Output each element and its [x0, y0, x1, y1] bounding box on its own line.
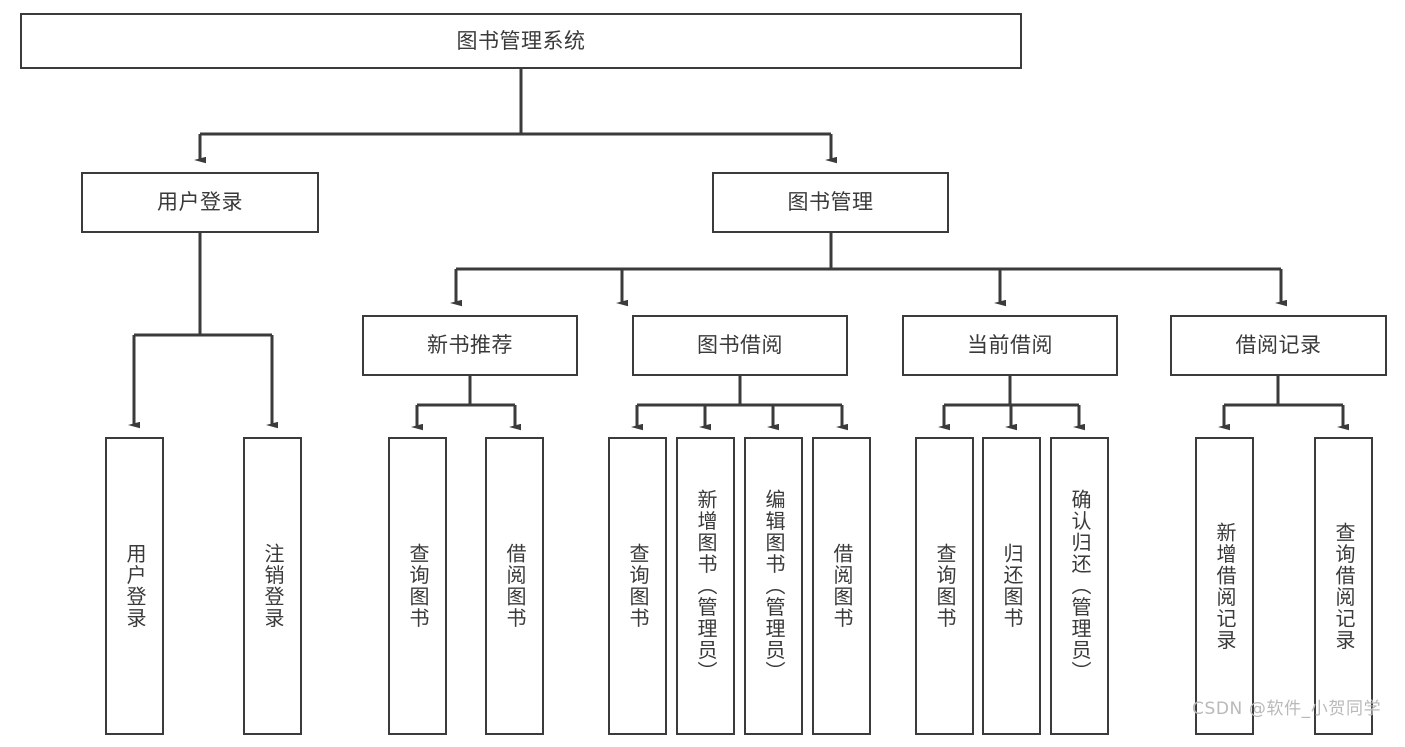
- node-label: 图书管理系统: [456, 28, 586, 53]
- leaf-edit-book-admin[interactable]: 编辑图书（管理员）: [744, 437, 803, 735]
- node-root-book-management-system[interactable]: 图书管理系统: [20, 13, 1022, 69]
- node-label: 确认归还（管理员）: [1068, 489, 1092, 683]
- node-label: 新增图书（管理员）: [694, 489, 718, 683]
- node-label: 查询图书: [406, 543, 430, 629]
- node-label: 用户登录: [157, 190, 243, 215]
- node-label: 查询图书: [626, 543, 650, 629]
- node-label: 查询借阅记录: [1332, 521, 1356, 651]
- node-label: 借阅图书: [830, 543, 854, 629]
- leaf-logout[interactable]: 注销登录: [243, 437, 302, 735]
- node-label: 借阅记录: [1235, 333, 1322, 358]
- node-label: 注销登录: [261, 543, 285, 629]
- node-book-borrowing[interactable]: 图书借阅: [632, 315, 848, 376]
- leaf-add-book-admin[interactable]: 新增图书（管理员）: [676, 437, 735, 735]
- node-label: 图书借阅: [697, 333, 783, 358]
- leaf-user-login[interactable]: 用户登录: [105, 437, 164, 735]
- node-label: 编辑图书（管理员）: [762, 489, 786, 683]
- leaf-query-book-borrowing[interactable]: 查询图书: [608, 437, 667, 735]
- leaf-query-borrow-record[interactable]: 查询借阅记录: [1314, 437, 1373, 735]
- node-new-book-recommendation[interactable]: 新书推荐: [362, 315, 578, 376]
- leaf-borrow-book-new-recommendation[interactable]: 借阅图书: [485, 437, 544, 735]
- leaf-add-borrow-record[interactable]: 新增借阅记录: [1195, 437, 1254, 735]
- csdn-watermark: CSDN @软件_小贺同学: [1192, 699, 1382, 719]
- node-borrowing-records[interactable]: 借阅记录: [1170, 315, 1387, 376]
- leaf-query-book-new-recommendation[interactable]: 查询图书: [388, 437, 447, 735]
- node-label: 新增借阅记录: [1213, 521, 1237, 651]
- leaf-borrow-book-borrowing[interactable]: 借阅图书: [812, 437, 871, 735]
- node-book-management[interactable]: 图书管理: [712, 172, 949, 233]
- node-label: 新书推荐: [427, 333, 513, 358]
- node-label: 借阅图书: [503, 543, 527, 629]
- node-label: 图书管理: [787, 190, 874, 215]
- node-label: 查询图书: [933, 543, 957, 629]
- node-user-login[interactable]: 用户登录: [81, 172, 319, 233]
- leaf-query-book-current[interactable]: 查询图书: [915, 437, 974, 735]
- node-current-borrowing[interactable]: 当前借阅: [902, 315, 1118, 376]
- leaf-return-book[interactable]: 归还图书: [982, 437, 1041, 735]
- node-label: 用户登录: [123, 543, 147, 629]
- leaf-confirm-return-admin[interactable]: 确认归还（管理员）: [1050, 437, 1109, 735]
- node-label: 归还图书: [1000, 543, 1024, 629]
- node-label: 当前借阅: [967, 333, 1053, 358]
